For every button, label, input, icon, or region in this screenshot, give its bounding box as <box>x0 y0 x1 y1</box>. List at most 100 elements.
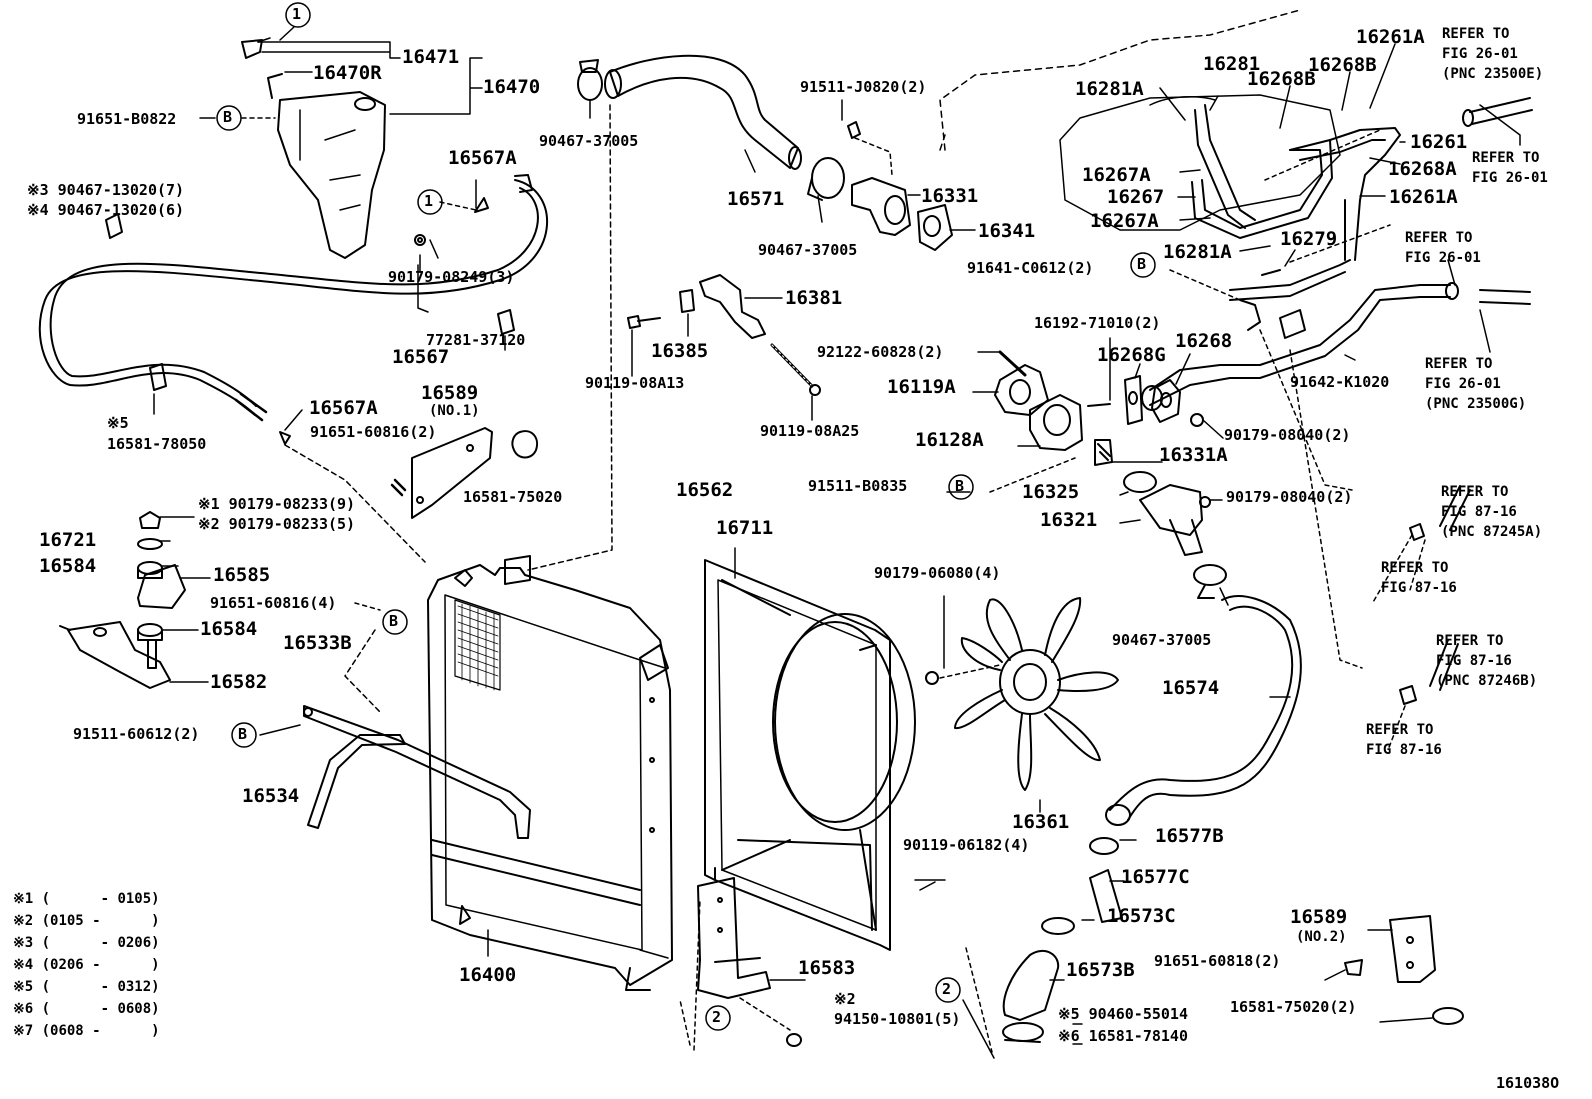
label-91651-b0822: 91651-B0822 <box>77 110 177 128</box>
label-91651-60816-4: 91651-60816(4) <box>210 594 337 612</box>
label-16589-b: 16589 <box>1290 906 1348 928</box>
label-16268g: 16268G <box>1097 344 1166 366</box>
label-n3-90467: ※3 90467-13020(7) <box>27 181 185 199</box>
lower-leaders <box>487 899 806 1051</box>
label-91511-60612: 91511-60612(2) <box>73 725 200 743</box>
callout-b-reservoir: B <box>223 108 233 126</box>
footnote-6: ※6 ( - 0608) <box>13 1001 160 1017</box>
label-16261: 16261 <box>1410 131 1468 153</box>
label-16192-71010: 16192-71010(2) <box>1034 314 1161 332</box>
label-90179-08040-a: 90179-08040(2) <box>1224 426 1351 444</box>
heater-pipes <box>1141 97 1533 411</box>
engine-head <box>1059 94 1341 231</box>
callout-b-rod: B <box>238 725 248 743</box>
bracket-leaders <box>631 297 813 421</box>
label-16268b-b: 16268B <box>1308 54 1377 76</box>
fan-bracket <box>627 274 821 396</box>
label-16571: 16571 <box>727 188 785 210</box>
label-16261a-top: 16261A <box>1356 26 1425 48</box>
refer-note-6: REFER TO FIG 87-16 <box>1381 560 1457 596</box>
upper-hose <box>577 54 802 170</box>
refer-note-3: REFER TO FIG 26-01 <box>1405 230 1481 266</box>
label-92122-60828: 92122-60828(2) <box>817 343 944 361</box>
reservoir-leaders <box>199 41 483 119</box>
label-16567a-top: 16567A <box>448 147 517 169</box>
label-90119-08a13: 90119-08A13 <box>585 374 685 392</box>
label-16341: 16341 <box>978 220 1036 242</box>
label-16381: 16381 <box>785 287 843 309</box>
label-90179-06080: 90179-06080(4) <box>874 564 1001 582</box>
label-91641-c0612: 91641-C0612(2) <box>967 259 1094 277</box>
label-16267: 16267 <box>1107 186 1165 208</box>
callout-circles <box>216 2 1156 1031</box>
bracket-16589-no1 <box>390 427 538 519</box>
reservoir-tank <box>241 39 386 259</box>
label-77281: 77281-37120 <box>426 331 526 349</box>
refer-note-1: REFER TO FIG 26-01 (PNC 23500E) <box>1442 26 1544 82</box>
callout-b-pipe: B <box>1137 255 1147 273</box>
label-90119-06182: 90119-06182(4) <box>903 836 1030 854</box>
label-16281a-top: 16281A <box>1075 78 1144 100</box>
label-n4-90467: ※4 90467-13020(6) <box>27 201 185 219</box>
label-16261a-mid: 16261A <box>1389 186 1458 208</box>
label-91511-j0820: 91511-J0820(2) <box>800 78 927 96</box>
heater-leaders <box>1159 43 1521 361</box>
label-16400: 16400 <box>459 964 517 986</box>
callout-2-bracket: 2 <box>712 1008 722 1026</box>
label-16577c: 16577C <box>1121 866 1190 888</box>
label-90467-37005-a: 90467-37005 <box>539 132 639 150</box>
label-16268: 16268 <box>1175 330 1233 352</box>
lower-hoses <box>1002 564 1302 1043</box>
label-90179-08040-b: 90179-08040(2) <box>1226 488 1353 506</box>
footnote-3: ※3 ( - 0206) <box>13 935 160 951</box>
label-16584-b: 16584 <box>200 618 258 640</box>
label-16267a-a: 16267A <box>1082 164 1151 186</box>
footnote-1: ※1 ( - 0105) <box>13 891 160 907</box>
label-16385: 16385 <box>651 340 709 362</box>
figure-id: 161038O <box>1496 1074 1560 1092</box>
right-leaders <box>1259 329 1433 1023</box>
right-clips <box>1344 485 1471 1025</box>
label-90119-08a25: 90119-08A25 <box>760 422 860 440</box>
clips <box>105 197 515 445</box>
label-91651-60816-2: 91651-60816(2) <box>310 423 437 441</box>
label-16567a-mid: 16567A <box>309 397 378 419</box>
label-16267a-b: 16267A <box>1090 210 1159 232</box>
housing-leaders <box>946 337 1224 524</box>
label-16585: 16585 <box>213 564 271 586</box>
label-16584-a: 16584 <box>39 555 97 577</box>
label-16119a: 16119A <box>887 376 956 398</box>
hose-leaders <box>962 587 1291 1059</box>
label-16128a: 16128A <box>915 429 984 451</box>
label-16321: 16321 <box>1040 509 1098 531</box>
label-n6-16581: ※6 16581-78140 <box>1058 1027 1188 1045</box>
label-16279: 16279 <box>1280 228 1338 250</box>
label-90467-37005-c: 90467-37005 <box>1112 631 1212 649</box>
label-16711: 16711 <box>716 517 774 539</box>
label-16470: 16470 <box>483 76 541 98</box>
label-16268b-a: 16268B <box>1247 68 1316 90</box>
label-16281a-b: 16281A <box>1163 241 1232 263</box>
support-rods <box>303 705 531 839</box>
misc-leaders <box>153 179 506 563</box>
refer-note-2: REFER TO FIG 26-01 <box>1472 150 1548 186</box>
label-n2-90179: ※2 90179-08233(5) <box>198 515 356 533</box>
label-16281: 16281 <box>1203 53 1261 75</box>
outlet-leaders <box>527 99 976 571</box>
footnote-2: ※2 (0105 - ) <box>13 913 160 929</box>
fan-leaders <box>914 595 1041 891</box>
label-16581-78050: 16581-78050 <box>107 435 207 453</box>
mount-leaders <box>159 516 381 736</box>
label-n5: ※5 <box>107 414 129 432</box>
footnote-4: ※4 (0206 - ) <box>13 957 160 973</box>
lower-bracket <box>697 877 802 1047</box>
refer-note-5: REFER TO FIG 87-16 (PNC 87245A) <box>1441 484 1543 540</box>
label-16268a: 16268A <box>1388 158 1457 180</box>
fan-shroud <box>704 559 916 951</box>
label-16582: 16582 <box>210 671 268 693</box>
label-n1-90179: ※1 90179-08233(9) <box>198 495 356 513</box>
callout-b-mount: B <box>389 612 399 630</box>
label-16471: 16471 <box>402 46 460 68</box>
label-16573c: 16573C <box>1107 905 1176 927</box>
